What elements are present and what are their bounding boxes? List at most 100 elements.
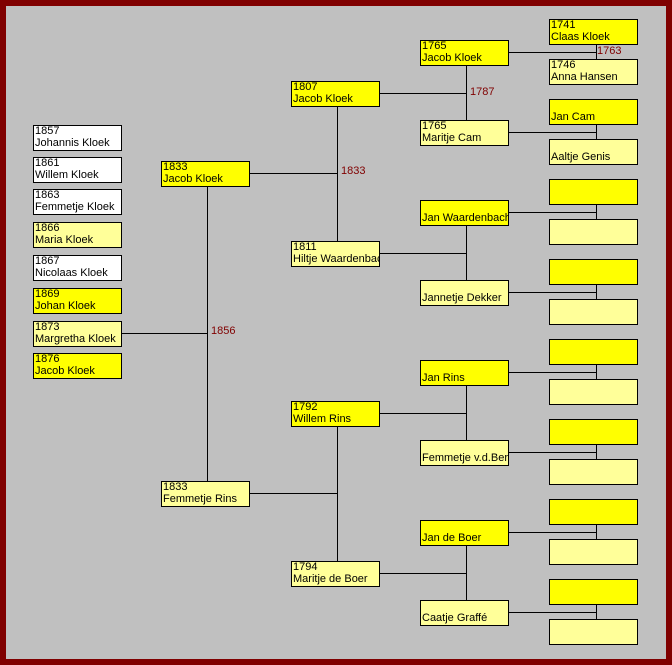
person-name: Jacob Kloek (293, 93, 353, 105)
person-name: Jannetje Dekker (422, 292, 502, 304)
person-name: Aaltje Genis (551, 151, 611, 163)
person-name: Willem Kloek (35, 169, 99, 181)
person-name (551, 232, 637, 244)
person-year: 1833 (163, 161, 188, 173)
person-name: Johannis Kloek (35, 137, 110, 149)
person-year (551, 580, 637, 592)
person-year: 1833 (163, 481, 188, 493)
marriage-year-parents: 1856 (211, 325, 236, 337)
person-box-gen3[interactable]: Jan Waardenbach (420, 200, 509, 226)
person-name: Johan Kloek (35, 300, 96, 312)
person-year (551, 460, 637, 472)
person-year: 1794 (293, 561, 318, 573)
person-name (551, 432, 637, 444)
person-box-gen4[interactable] (549, 419, 638, 445)
person-year: 1867 (35, 255, 60, 267)
person-name (551, 512, 637, 524)
person-name: Maritje Cam (422, 132, 482, 144)
person-name: Jan Waardenbach (422, 212, 509, 224)
person-box-gen4[interactable]: Jan Cam (549, 99, 638, 125)
person-year: 1765 (422, 40, 447, 52)
person-box-gen4[interactable] (549, 299, 638, 325)
person-name (551, 392, 637, 404)
person-year: 1811 (293, 241, 317, 253)
person-name: Claas Kloek (551, 31, 610, 43)
person-box-gen3[interactable]: Caatje Graffé (420, 600, 509, 626)
person-year: 1869 (35, 288, 60, 300)
person-name: Femmetje Kloek (35, 201, 115, 213)
person-box-gen3[interactable]: Jan de Boer (420, 520, 509, 546)
person-name (551, 592, 637, 604)
person-box-gen3[interactable]: Femmetje v.d.Berg (420, 440, 509, 466)
person-name: Hiltje Waardenbach (293, 253, 380, 265)
person-year: 1866 (35, 222, 60, 234)
person-name: Caatje Graffé (422, 612, 488, 624)
person-name: Anna Hansen (551, 71, 618, 83)
person-year: 1765 (422, 120, 447, 132)
person-box-gen3[interactable]: Jan Rins (420, 360, 509, 386)
person-name: Nicolaas Kloek (35, 267, 108, 279)
person-year (551, 620, 637, 632)
person-year: 1792 (293, 401, 318, 413)
person-year (551, 500, 637, 512)
person-year: 1876 (35, 353, 60, 365)
person-year: 1861 (35, 157, 60, 169)
person-name: Femmetje v.d.Berg (422, 452, 509, 464)
person-name (551, 352, 637, 364)
person-box-gen4[interactable] (549, 579, 638, 605)
person-name (551, 192, 637, 204)
person-year: 1873 (35, 321, 60, 333)
person-year (551, 380, 637, 392)
person-box-gen4[interactable] (549, 459, 638, 485)
person-year (551, 300, 637, 312)
marriage-year-gg-grandparents: 1763 (597, 45, 622, 57)
person-year: 1857 (35, 125, 60, 137)
person-box-gen4[interactable] (549, 219, 638, 245)
person-box-gen4[interactable] (549, 259, 638, 285)
person-box-gen4[interactable] (549, 619, 638, 645)
person-name (551, 272, 637, 284)
person-year: 1863 (35, 189, 60, 201)
marriage-year-great-grandparents: 1787 (470, 86, 495, 98)
person-name: Jan de Boer (422, 532, 482, 544)
person-year: 1741 (551, 19, 576, 31)
person-name: Jacob Kloek (35, 365, 95, 377)
person-name: Jacob Kloek (422, 52, 482, 64)
person-name: Femmetje Rins (163, 493, 237, 505)
person-box-gen3[interactable]: Jannetje Dekker (420, 280, 509, 306)
person-year: 1746 (551, 59, 576, 71)
person-box-gen4[interactable] (549, 499, 638, 525)
person-box-gen4[interactable] (549, 339, 638, 365)
person-year (551, 420, 637, 432)
person-name (551, 632, 637, 644)
person-box-gen4[interactable]: Aaltje Genis (549, 139, 638, 165)
person-name: Maria Kloek (35, 234, 94, 246)
person-box-gen4[interactable] (549, 179, 638, 205)
person-box-gen4[interactable] (549, 539, 638, 565)
person-name: Jan Cam (551, 111, 596, 123)
person-name (551, 472, 637, 484)
person-box-gen4[interactable] (549, 379, 638, 405)
person-year: 1807 (293, 81, 318, 93)
person-year (551, 220, 637, 232)
